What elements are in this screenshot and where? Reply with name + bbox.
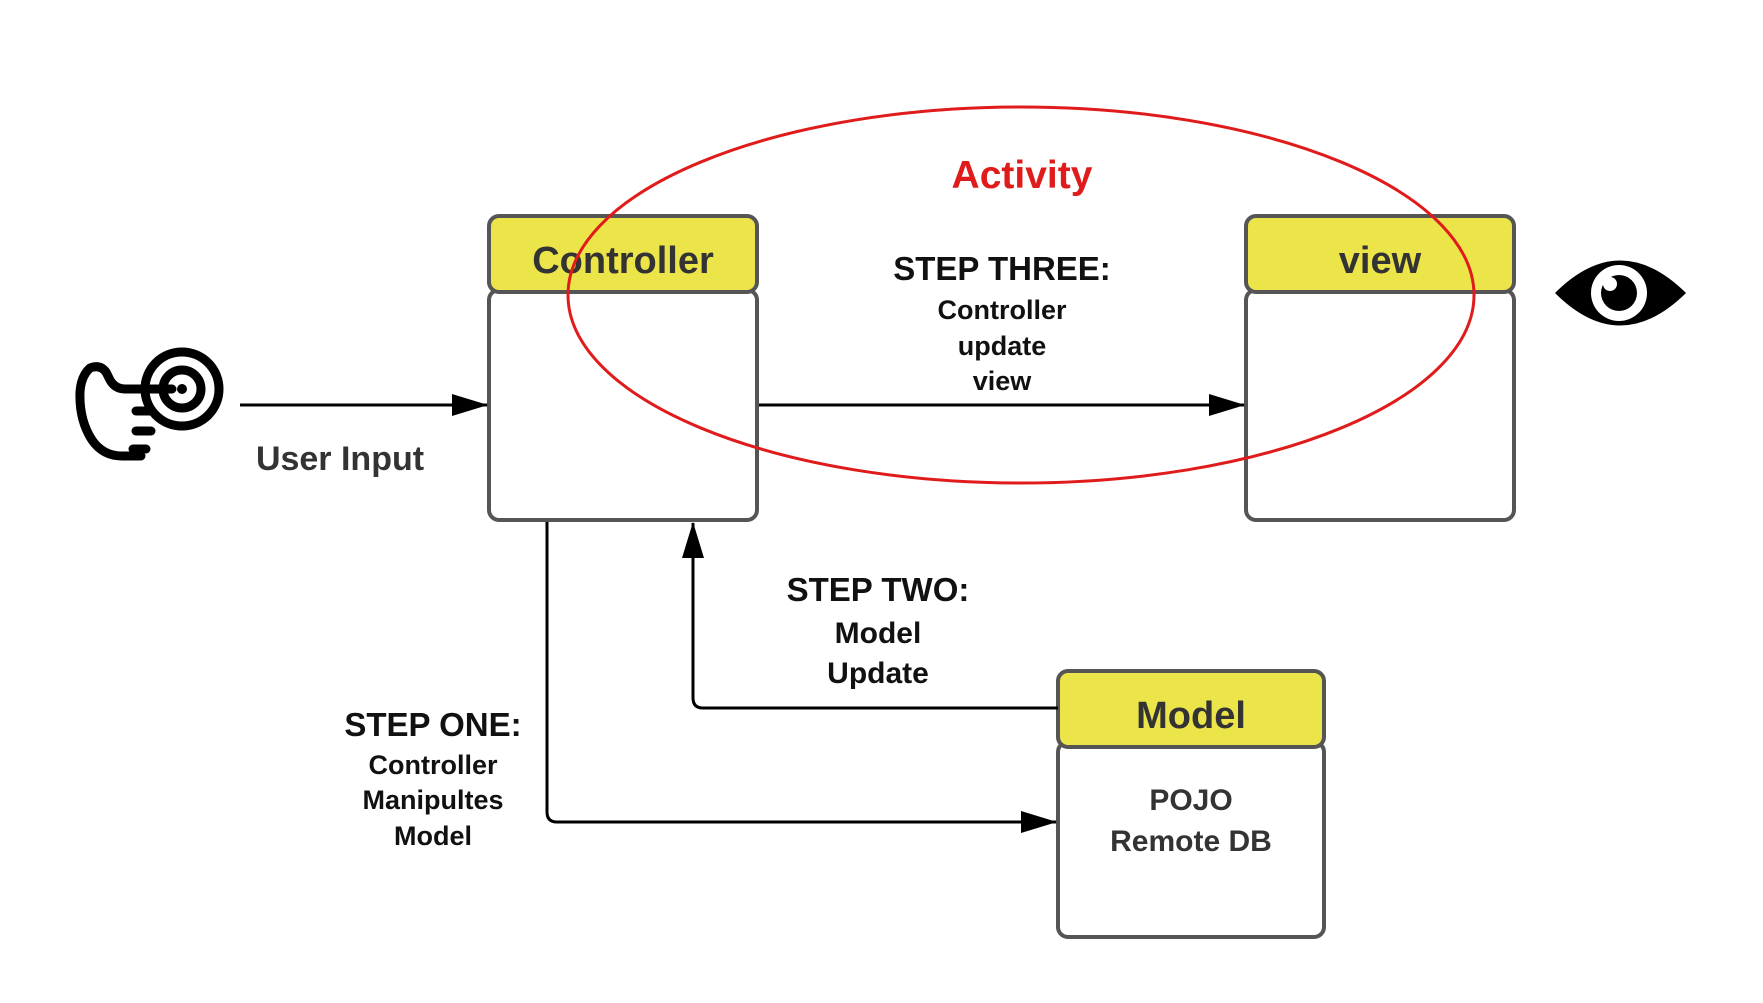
step-three-line-1: Controller [937, 295, 1066, 325]
step-one-heading: STEP ONE: [344, 706, 521, 743]
step-three-label: STEP THREE: Controller update view [893, 250, 1111, 396]
activity-ellipse-ring [566, 105, 1476, 485]
model-box: Model POJO Remote DB [1056, 669, 1326, 939]
step-two-line-1: Model [835, 617, 922, 650]
step-one-line-2: Manipultes [362, 785, 503, 815]
activity-label: Activity [952, 154, 1093, 197]
step-three-heading: STEP THREE: [893, 250, 1111, 287]
step-three-line-3: view [973, 366, 1033, 396]
controller-box-body [487, 288, 759, 522]
step-two-heading: STEP TWO: [787, 571, 970, 608]
view-box: view [1244, 214, 1516, 522]
step-two-label: STEP TWO: Model Update [787, 571, 970, 690]
model-body-line-remote-db: Remote DB [1110, 825, 1272, 858]
view-box-header [1244, 214, 1516, 294]
step-one-label: STEP ONE: Controller Manipultes Model [344, 706, 521, 851]
pointing-hand-touch-icon [75, 347, 224, 461]
step-one-line-3: Model [394, 821, 472, 851]
view-box-title: view [1339, 240, 1422, 282]
controller-box-header [487, 214, 759, 294]
step-three-line-2: update [958, 331, 1047, 361]
model-body-line-pojo: POJO [1149, 784, 1232, 817]
step-two-line-2: Update [827, 657, 929, 690]
controller-to-model-arrow [545, 522, 1057, 833]
model-box-title: Model [1136, 695, 1246, 737]
step-one-line-1: Controller [368, 750, 497, 780]
view-box-body [1244, 288, 1516, 522]
controller-box-title: Controller [532, 240, 714, 282]
eye-icon [1555, 260, 1686, 326]
controller-box: Controller [487, 214, 759, 522]
model-to-controller-arrow [682, 522, 1058, 710]
user-input-label: User Input [256, 440, 424, 478]
